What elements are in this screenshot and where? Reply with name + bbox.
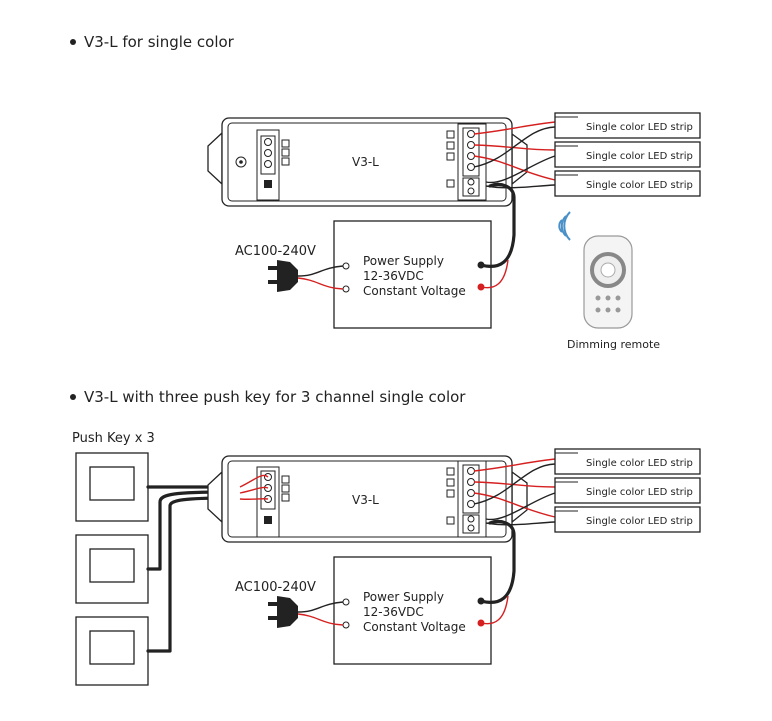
led-strip-6: Single color LED strip [554,506,701,533]
button-icon [264,516,272,524]
right-terminal-block [457,123,487,201]
mounting-hole-icon [235,156,247,168]
svg-text:12-36VDC: 12-36VDC [363,605,424,619]
ac-input-label: AC100-240V [235,244,316,259]
svg-text:Single color LED strip: Single color LED strip [586,151,693,162]
controller-label: V3-L [352,155,379,169]
svg-text:Single color LED strip: Single color LED strip [586,458,693,469]
svg-text:Single color LED strip: Single color LED strip [586,180,693,191]
button-icon [264,180,272,188]
svg-text:Single color LED strip: Single color LED strip [586,122,693,133]
led-strip-3: Single color LED strip [554,170,701,197]
led-strip-5: Single color LED strip [554,477,701,504]
controller-v3l: V3-L [207,117,528,207]
section-1-heading: V3-L for single color [84,33,235,51]
svg-text:Constant Voltage: Constant Voltage [363,620,466,634]
ac-plug-icon [268,260,344,292]
svg-text:Single color LED strip: Single color LED strip [586,516,693,527]
power-supply-1: Power Supply 12-36VDC Constant Voltage [333,220,492,329]
push-key-2 [75,534,149,604]
svg-text:Single color LED strip: Single color LED strip [586,487,693,498]
right-terminal-block [457,460,487,538]
svg-text:Power Supply: Power Supply [363,590,444,604]
svg-text:Power Supply: Power Supply [363,254,444,268]
power-supply-2: Power Supply 12-36VDC Constant Voltage [333,556,492,665]
push-key-3 [75,616,149,686]
led-strip-4: Single color LED strip [554,448,701,475]
section-2-heading: V3-L with three push key for 3 channel s… [84,388,466,406]
section-2: V3-L with three push key for 3 channel s… [70,388,701,686]
svg-text:12-36VDC: 12-36VDC [363,269,424,283]
controller-v3l-2: V3-L [207,455,528,543]
bullet-icon [70,394,76,400]
bullet-icon [70,39,76,45]
push-key-1 [75,452,149,522]
controller-label: V3-L [352,493,379,507]
left-terminal-block [256,129,280,201]
left-terminal-block [256,466,280,538]
section-1: V3-L for single color V3-L [70,33,701,351]
svg-text:Constant Voltage: Constant Voltage [363,284,466,298]
remote-caption: Dimming remote [567,338,660,351]
pushkey-label: Push Key x 3 [72,431,155,446]
dimming-remote-icon [558,211,633,329]
led-strip-2: Single color LED strip [554,141,701,168]
led-strip-1: Single color LED strip [554,112,701,139]
ac-plug-icon [268,596,344,628]
ac-input-label: AC100-240V [235,580,316,595]
